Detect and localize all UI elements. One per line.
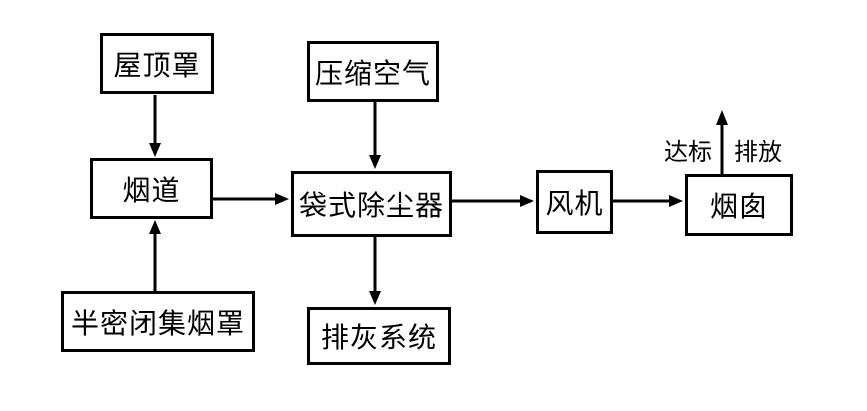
emission-label-left: 达标	[664, 139, 712, 166]
node-roof-hood: 屋顶罩	[100, 33, 214, 94]
arrow-semi-enclosed-hood-to-flue	[149, 220, 161, 291]
node-ash-system: 排灰系统	[307, 307, 451, 365]
arrow-flue-to-bag-filter	[213, 193, 289, 205]
arrow-chimney-emission	[716, 110, 728, 174]
node-label: 压缩空气	[314, 57, 431, 89]
node-chimney: 烟囱	[685, 174, 793, 236]
node-bag-filter: 袋式除尘器	[291, 171, 452, 237]
node-semi-enclosed-hood: 半密闭集烟罩	[61, 291, 255, 352]
node-fan: 风机	[536, 170, 613, 234]
arrow-roof-hood-to-flue	[149, 95, 161, 157]
arrow-fan-to-chimney	[613, 195, 683, 207]
arrow-bag-filter-to-ash-system	[369, 237, 381, 305]
node-label: 风机	[545, 188, 604, 219]
node-compressed-air: 压缩空气	[307, 41, 439, 102]
arrow-bag-filter-to-fan	[452, 195, 534, 207]
node-label: 烟道	[122, 174, 181, 206]
arrow-compressed-air-to-bag-filter	[369, 102, 381, 169]
node-flue: 烟道	[90, 158, 213, 219]
node-label: 排灰系统	[320, 322, 437, 353]
emission-label-right: 排放	[734, 139, 782, 166]
node-label: 屋顶罩	[113, 49, 201, 81]
node-label: 袋式除尘器	[298, 190, 444, 221]
node-label: 烟囱	[709, 191, 768, 222]
node-label: 半密闭集烟罩	[70, 307, 245, 339]
